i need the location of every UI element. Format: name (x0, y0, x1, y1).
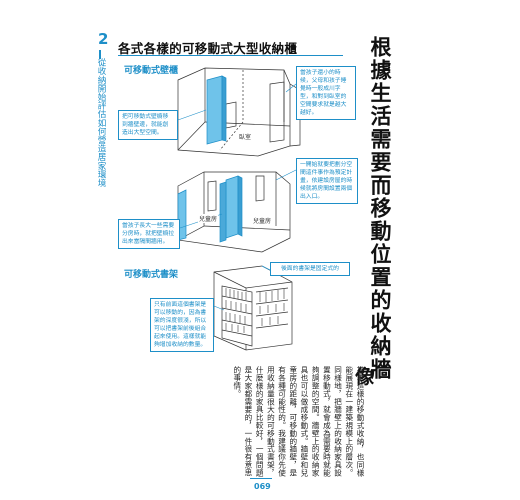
room-label-kids-right: 兒童房 (252, 216, 273, 225)
subsection-label-wall: 可移動式壁櫃 (124, 66, 179, 76)
subsection-label-shelf: 可移動式書架 (124, 270, 179, 280)
chapter-number: 2 (98, 30, 109, 48)
callout-parents-children: 當孩子還小的時候，父母和孩子睡覺時一般成川字型，和對到臥室的空間要求就是越大越好… (296, 66, 356, 120)
callout-two-entrances: 一開始就要把劃分空間這件事作為預定計畫，依建設房屋的時候就將房間設置兩個出入口。 (296, 158, 358, 204)
callout-partition: 當孩子長大一些需要分房時，就把壁櫥拉出來當隔間牆用。 (118, 219, 180, 249)
callout-move-wardrobe: 把可移動式壁櫥移到牆壁邊，就能創造出大型空間。 (118, 110, 178, 140)
chapter-subtitle: 從收納開始評估如何營造居家環境 (96, 58, 106, 187)
header-rule (118, 55, 343, 56)
big-heading: 根據生活需要而移動位置的收納牆 (368, 36, 392, 381)
chapter-rule (99, 50, 101, 59)
page-rule (250, 478, 272, 479)
body-text: 推車這樣的移動式收納，也同樣能展現在一建築規模上的層次。同樣地，把牆壁上的收納家… (232, 366, 365, 477)
room-label-kids-left: 兒童房 (198, 214, 219, 223)
kids-room-illustration (177, 171, 291, 253)
room-label-bedroom: 臥室 (238, 132, 253, 141)
bedroom-illustration (177, 67, 301, 157)
callout-fixed-shelf: 後面的書架是固定式的 (270, 262, 350, 276)
bookshelf-illustration (213, 265, 293, 351)
page-number: 069 (254, 482, 271, 491)
section-title: 各式各樣的可移動式大型收納櫃 (118, 41, 298, 56)
callout-movable-shelf: 只有前面這個書架是可以移動的，因為書架的深度很淺，所以可以把書架前後組合起來使用… (150, 298, 214, 352)
drop-cap: 像 (355, 366, 375, 388)
